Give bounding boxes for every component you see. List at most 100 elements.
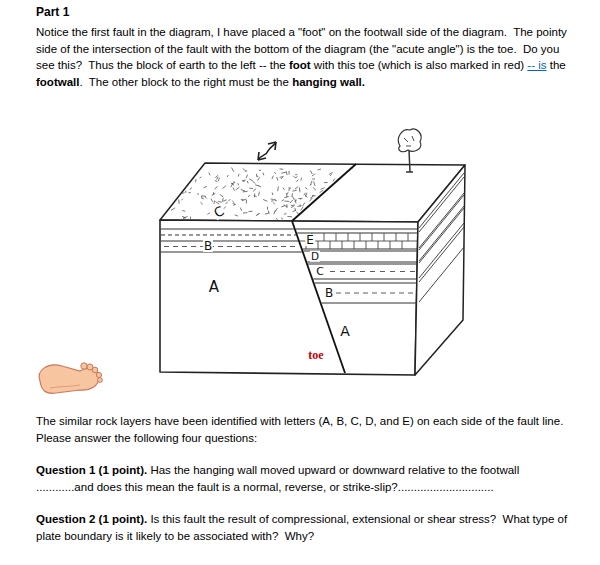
soil-dash [272,193,274,196]
soil-dash [181,199,183,201]
soil-dash [218,178,219,181]
soil-dash [287,216,292,217]
soil-dash [292,196,293,199]
layer-line [363,293,368,294]
soil-dash [231,183,233,187]
soil-dash [329,172,333,174]
layer-line [300,241,417,242]
soil-dash [284,213,287,215]
soil-dash [220,194,223,196]
layer-line [340,271,345,272]
intro-paragraph: Notice the first fault in the diagram, I… [36,24,570,90]
soil-dash [200,202,202,204]
arrow-head [258,152,266,160]
soil-dash [243,181,245,182]
soil-dash [318,169,321,171]
soil-dash [254,193,255,197]
soil-dash [248,195,249,197]
soil-dash [197,193,199,195]
soil-dash [271,198,274,200]
layer-line [281,246,286,247]
tree-icon [398,129,421,172]
soil-dash [262,173,264,176]
layers-note: The similar rock layers have been identi… [36,413,570,446]
foot-toe [81,363,87,369]
soil-dash [249,188,253,190]
soil-dash [312,174,315,176]
soil-dash [284,205,288,207]
bold-phrase: Question 2 (1 point). [36,513,147,525]
layer-line [330,241,331,249]
layer-line [419,177,464,232]
layer-line [290,246,295,247]
soil-dash [286,192,288,194]
layer-line [191,246,196,247]
layer-letter: A [339,324,351,338]
layer-letter: B [324,287,334,299]
soil-dash [301,207,303,211]
layer-line [342,241,343,249]
layer-line [360,233,361,241]
toe-label: toe [307,349,324,361]
soil-dash [182,210,185,212]
soil-dash [235,215,238,216]
soil-dash [243,212,247,214]
soil-dash [258,192,260,196]
layer-line [182,246,187,247]
soil-dash [228,199,230,201]
soil-dash [330,174,332,176]
layer-line [380,271,385,272]
foot-toe [92,367,98,373]
soil-dash [223,200,227,202]
foot-icon [39,363,102,394]
layer-line [419,173,464,228]
soil-dash [293,176,295,178]
soil-dash [236,187,240,190]
soil-dash [205,197,207,199]
soil-dash [233,188,235,191]
soil-dash [292,210,295,212]
soil-dash [313,187,316,190]
layer-line [390,293,395,294]
soil-dash [233,203,236,205]
soil-dash [190,187,192,189]
soil-dash [243,191,248,193]
soil-dash [310,170,312,174]
soil-dash [185,191,186,193]
tree-crown [398,129,421,152]
soil-dash [222,186,226,189]
layer-line [272,246,277,247]
layer-line [161,240,298,241]
arrow-head [268,142,276,150]
layer-line [419,247,464,302]
tree-trunk [406,150,413,172]
body-text: The similar rock layers have been identi… [36,415,570,444]
layer-line [303,248,417,249]
soil-dash [295,174,297,175]
soil-dash [217,177,219,180]
soil-dash [253,189,256,192]
layer-line [218,246,223,247]
layer-line [372,233,373,241]
layer-line [419,227,464,282]
soil-dash [263,199,267,201]
layer-line [322,302,417,303]
soil-dash [321,188,325,190]
soil-dash [240,208,242,211]
soil-dash [182,216,186,218]
soil-dash [289,171,290,175]
soil-dash [281,218,283,219]
soil-dash [256,176,258,177]
layer-line [263,246,268,247]
soil-dash [234,204,235,206]
layer-line [313,278,417,279]
layer-line [419,223,464,278]
soil-dash [291,204,295,206]
soil-dash [252,180,255,183]
layer-line [370,271,375,272]
soil-dash [292,190,296,191]
soil-dash [282,200,284,202]
layer-line [336,233,337,241]
layer-line [354,293,359,294]
